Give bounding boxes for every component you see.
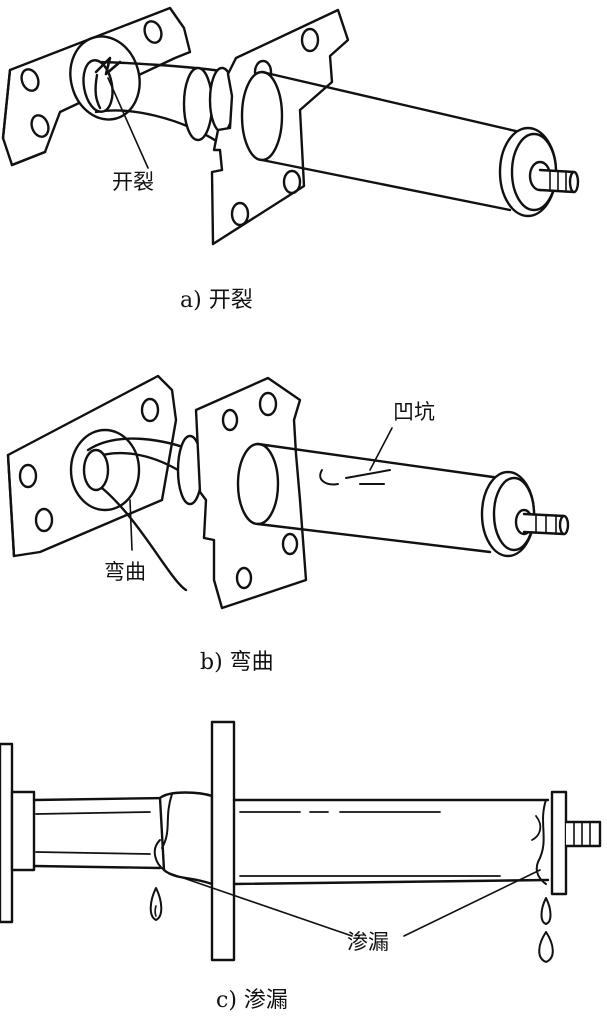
panel-a-drawing	[1, 6, 580, 246]
dent-label: 凹坑	[393, 400, 435, 424]
caption-c: c) 渗漏	[216, 988, 288, 1013]
panel-b-drawing	[6, 374, 570, 610]
leak-label: 渗漏	[347, 930, 389, 954]
crack-label: 开裂	[112, 170, 154, 194]
caption-a: a) 开裂	[180, 288, 253, 313]
panel-c-drawing	[0, 720, 602, 963]
bend-label: 弯曲	[104, 560, 146, 584]
caption-b: b) 弯曲	[200, 650, 274, 675]
